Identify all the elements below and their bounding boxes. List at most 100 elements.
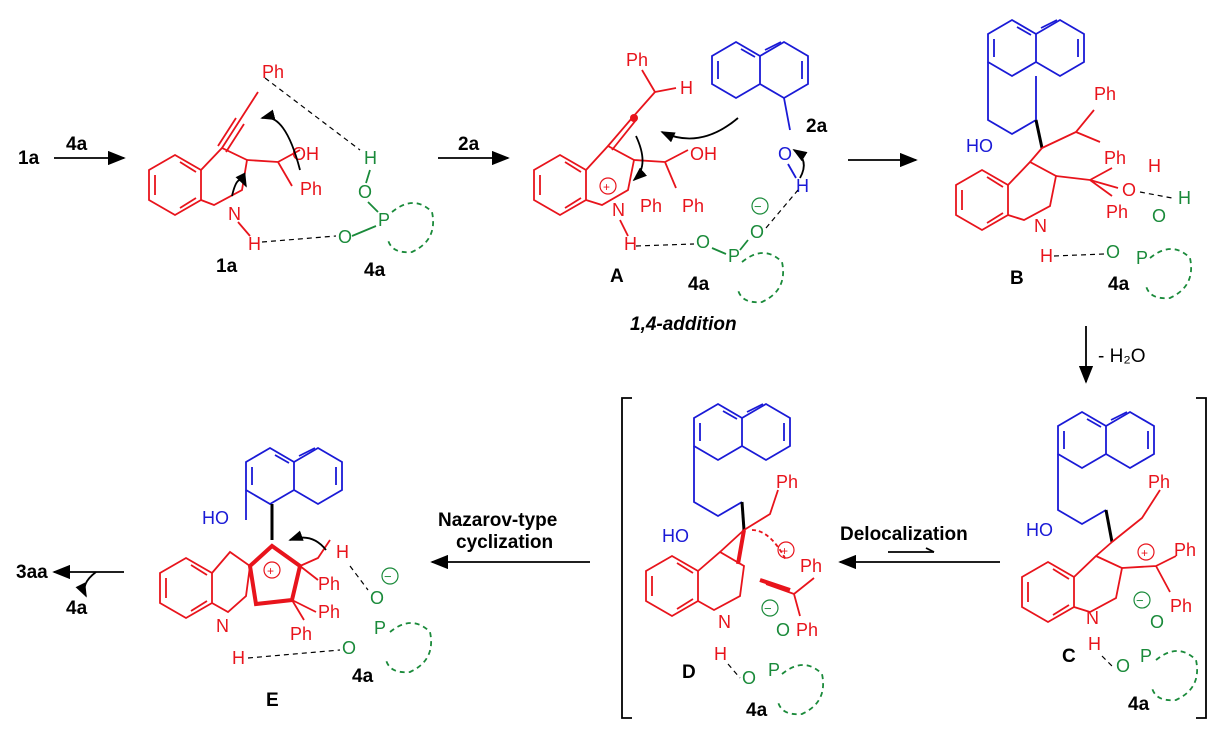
nazarov-label-line1: Nazarov-type bbox=[438, 510, 557, 531]
label-2a: 2a bbox=[806, 116, 828, 137]
h-label: H bbox=[364, 148, 377, 168]
label-E: E bbox=[266, 690, 279, 711]
ph-label: Ph bbox=[1148, 472, 1170, 492]
n-label: N bbox=[718, 612, 731, 632]
label-A-4a: 4a bbox=[688, 274, 710, 295]
ph-label: Ph bbox=[682, 196, 704, 216]
o-label: O bbox=[776, 620, 790, 640]
plus-charge: + bbox=[603, 180, 610, 194]
intermediate-D: HO Ph + Ph Ph N H − O P O D 4a bbox=[645, 403, 825, 721]
ho-label: HO bbox=[662, 526, 689, 546]
minus-h2o-label: - H₂O bbox=[1098, 346, 1145, 367]
ph-label: Ph bbox=[318, 602, 340, 622]
h-label: H bbox=[1040, 246, 1053, 266]
intermediate-B: HO Ph Ph Ph O H N H H O P O B 4a bbox=[955, 19, 1193, 300]
ho-label: HO bbox=[202, 508, 229, 528]
o-label: O bbox=[1152, 206, 1166, 226]
label-1a: 1a bbox=[216, 256, 238, 277]
ph-label: Ph bbox=[1174, 540, 1196, 560]
product-3aa-label: 3aa bbox=[16, 562, 48, 583]
o-label: O bbox=[742, 668, 756, 688]
ph-label: Ph bbox=[1104, 148, 1126, 168]
delocalization-group: Delocalization bbox=[838, 524, 1000, 570]
h-label: H bbox=[624, 234, 637, 254]
ph-label: Ph bbox=[776, 472, 798, 492]
ph-label: Ph bbox=[1170, 596, 1192, 616]
reagent-2a-label: 2a bbox=[458, 134, 480, 155]
delocalization-label: Delocalization bbox=[840, 524, 968, 545]
h-label: H bbox=[1148, 156, 1161, 176]
o-label: O bbox=[750, 222, 764, 242]
intermediate-C: HO Ph + Ph Ph N H − O P O C 4a bbox=[1021, 411, 1199, 715]
p-label: P bbox=[768, 660, 780, 680]
p-label: P bbox=[378, 210, 390, 230]
o-label: O bbox=[370, 588, 384, 608]
label-A: A bbox=[610, 266, 624, 287]
o-label: O bbox=[342, 638, 356, 658]
n-label: N bbox=[228, 204, 241, 224]
h-label: H bbox=[336, 542, 349, 562]
label-C-4a: 4a bbox=[1128, 694, 1150, 715]
plus-charge: + bbox=[1141, 546, 1148, 560]
complex-1a-4a: Ph OH Ph N H H O P O 1a 4a bbox=[148, 62, 435, 281]
o-label: O bbox=[1122, 180, 1136, 200]
start-arrow-group: 1a 4a bbox=[18, 134, 126, 169]
nazarov-arrow-group: Nazarov-type cyclization bbox=[430, 510, 590, 570]
plus-charge: + bbox=[781, 544, 788, 558]
oh-label: OH bbox=[690, 144, 717, 164]
n-label: N bbox=[612, 200, 625, 220]
right-bracket bbox=[1196, 397, 1207, 719]
label-D-4a: 4a bbox=[746, 700, 768, 721]
minus-charge: − bbox=[1136, 593, 1144, 608]
p-label: P bbox=[374, 618, 386, 638]
n-label: N bbox=[1034, 216, 1047, 236]
n-label: N bbox=[1086, 608, 1099, 628]
minus-charge: − bbox=[384, 569, 392, 584]
p-label: P bbox=[1136, 248, 1148, 268]
p-label: P bbox=[1140, 646, 1152, 666]
h-label: H bbox=[232, 648, 245, 668]
ph-label: Ph bbox=[262, 62, 284, 82]
h-label: H bbox=[680, 78, 693, 98]
o-label: O bbox=[338, 227, 352, 247]
n-label: N bbox=[216, 616, 229, 636]
label-4a: 4a bbox=[364, 260, 386, 281]
o-label: O bbox=[1106, 242, 1120, 262]
ph-label: Ph bbox=[300, 179, 322, 199]
ho-label: HO bbox=[966, 136, 993, 156]
o-label: O bbox=[1116, 656, 1130, 676]
ph-label: Ph bbox=[800, 556, 822, 576]
product-4a-label: 4a bbox=[66, 598, 88, 619]
h-label: H bbox=[796, 176, 809, 196]
left-bracket bbox=[621, 397, 632, 719]
label-C: C bbox=[1062, 646, 1076, 667]
minus-charge: − bbox=[754, 199, 762, 214]
intermediate-A: Ph H OH Ph Ph N + H O H 2a − O P O A 4a … bbox=[533, 41, 828, 335]
arrow-2a-group: 2a bbox=[438, 134, 510, 166]
o-label: O bbox=[696, 232, 710, 252]
ph-label: Ph bbox=[626, 50, 648, 70]
reagent-4a-label: 4a bbox=[66, 134, 88, 155]
o-label: O bbox=[1150, 612, 1164, 632]
ph-label: Ph bbox=[796, 620, 818, 640]
ho-label: HO bbox=[1026, 520, 1053, 540]
label-B: B bbox=[1010, 268, 1024, 289]
ph-label: Ph bbox=[290, 624, 312, 644]
ph-label: Ph bbox=[318, 574, 340, 594]
label-D: D bbox=[682, 662, 696, 683]
product-arrow-group: 3aa 4a bbox=[16, 562, 124, 619]
label-B-4a: 4a bbox=[1108, 274, 1130, 295]
ph-label: Ph bbox=[1106, 202, 1128, 222]
ph-label: Ph bbox=[1094, 84, 1116, 104]
h-label: H bbox=[1178, 188, 1191, 208]
plus-charge: + bbox=[267, 564, 274, 578]
ph-label: Ph bbox=[640, 196, 662, 216]
h-label: H bbox=[248, 234, 261, 254]
minus-charge: − bbox=[764, 601, 772, 616]
dehydration-arrow-group: - H₂O bbox=[1078, 326, 1145, 384]
intermediate-E: HO + H Ph Ph Ph N H − O P O E 4a bbox=[159, 447, 433, 711]
addition-label: 1,4-addition bbox=[630, 314, 737, 335]
reactant-1a-label: 1a bbox=[18, 148, 40, 169]
